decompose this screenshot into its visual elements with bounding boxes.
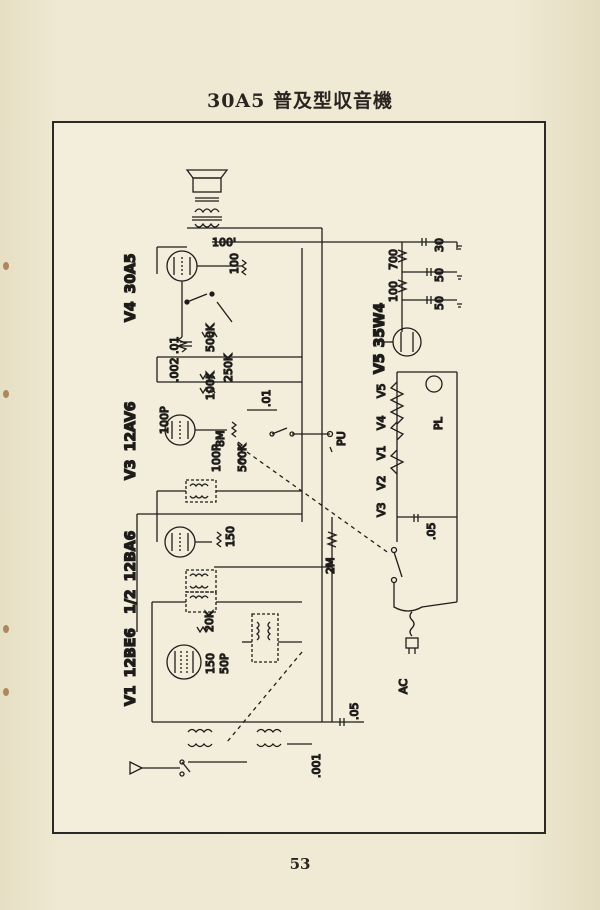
- cap-001-label: .001: [310, 754, 323, 779]
- schematic-frame: V430A5 100' 100 700 100 30 50 50 V535W4: [52, 121, 546, 834]
- if-transformer-1b: [185, 591, 217, 613]
- cap-01-a-label: .01: [168, 337, 181, 355]
- tube-v1-label: V112BE6: [123, 628, 139, 706]
- svg-text:V2: V2: [375, 475, 388, 490]
- resistor-100-label: 100: [228, 253, 241, 274]
- cap-50p-label: 50P: [218, 653, 231, 674]
- tube-v3: [164, 414, 227, 446]
- heater-labels: V5 V4 V1 V2 V3: [374, 383, 388, 518]
- cap-100p-left-label: 100P: [158, 406, 171, 434]
- tube-v4-label: V430A5: [123, 253, 139, 322]
- antenna-coil: [187, 728, 282, 748]
- cap-100p-mid-label: 100P: [210, 444, 223, 472]
- resistor-100-ps-label: 100: [387, 281, 400, 302]
- tube-v1: [166, 644, 202, 680]
- resistor-250k-label: 250K: [222, 353, 235, 382]
- cap-002-label: .002: [168, 358, 181, 383]
- binding-hole: [3, 262, 9, 270]
- radio-schematic: V430A5 100' 100 700 100 30 50 50 V535W4: [122, 169, 462, 779]
- antenna-icon: [129, 760, 144, 776]
- binding-hole: [3, 390, 9, 398]
- resistor-8m-label: 8M: [214, 431, 227, 448]
- if-transformer-2: [185, 479, 217, 503]
- svg-text:V3: V3: [375, 502, 388, 517]
- tube-v5: [382, 327, 422, 357]
- output-transformer: [192, 208, 222, 228]
- ground-symbols: [457, 245, 462, 308]
- cap-100p-top-label: 100': [212, 236, 236, 249]
- cap-50-b-label: 50: [433, 296, 446, 310]
- speaker-icon: [185, 169, 229, 202]
- cap-01-b-label: .01: [260, 390, 273, 408]
- svg-text:V1: V1: [375, 445, 388, 460]
- ac-label: AC: [397, 679, 410, 694]
- pilot-lamp-label: PL: [432, 416, 445, 430]
- page-title: 30A5 普及型収音機: [206, 90, 394, 112]
- binding-hole: [3, 625, 9, 633]
- resistor-500k-label: 500K: [204, 323, 217, 352]
- svg-text:V4: V4: [375, 415, 388, 430]
- tube-v3-label: V312AV6: [123, 401, 139, 480]
- page-number: 53: [289, 855, 311, 873]
- tube-v2-label: 1/212BA6: [123, 531, 139, 614]
- tube-v2: [164, 526, 212, 558]
- tube-v5-label: V535W4: [372, 302, 388, 374]
- resistor-2m-label: 2M: [324, 558, 337, 575]
- ac-plug-icon: [405, 611, 419, 654]
- resistor-150-v1-label: 150: [204, 653, 217, 674]
- binding-hole: [3, 688, 9, 696]
- cap-05-right-label: .05: [425, 523, 438, 541]
- tube-v4: [166, 250, 242, 302]
- resistor-100k-label: 100K: [204, 371, 217, 400]
- cap-30-label: 30: [433, 238, 446, 252]
- resistor-20k-label: 20K: [203, 610, 216, 632]
- svg-text:V5: V5: [375, 383, 388, 398]
- volume-500k-label: 500K: [236, 443, 249, 472]
- pickup-terminal: [326, 430, 334, 438]
- pickup-label: PU: [335, 431, 348, 446]
- oscillator-coil: [251, 613, 279, 663]
- cap-05-bottom-label: .05: [348, 703, 361, 721]
- if-transformer-1: [185, 569, 217, 593]
- resistor-150-v2-label: 150: [224, 526, 237, 547]
- cap-50-a-label: 50: [433, 268, 446, 282]
- resistor-700-label: 700: [387, 249, 400, 270]
- pilot-lamp-icon: [425, 375, 443, 393]
